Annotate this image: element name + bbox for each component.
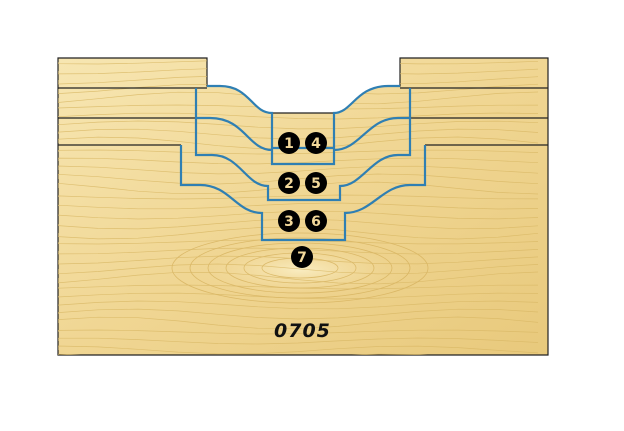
- profile-markers: 1 4 2 5 3 6 7: [278, 132, 327, 268]
- marker-circle: [305, 210, 327, 232]
- profile-marker-7: 7: [291, 246, 313, 268]
- profile-curves: [179, 84, 427, 242]
- marker-circle: [305, 172, 327, 194]
- product-code: 0705: [274, 320, 331, 342]
- marker-label: 2: [284, 176, 294, 192]
- marker-label: 3: [284, 214, 294, 230]
- profile-marker-2: 2: [278, 172, 300, 194]
- wood-block: [57, 57, 549, 356]
- marker-label: 1: [284, 136, 294, 152]
- profile-marker-5: 5: [305, 172, 327, 194]
- profile-curve-2: [194, 88, 412, 166]
- profile-marker-3: 3: [278, 210, 300, 232]
- marker-label: 7: [297, 250, 307, 266]
- profile-marker-6: 6: [305, 210, 327, 232]
- board-layer-lines: [58, 87, 548, 146]
- marker-label: 6: [311, 214, 321, 230]
- marker-label: 5: [311, 176, 321, 192]
- profile-curve-4: [179, 145, 427, 242]
- marker-circle: [278, 132, 300, 154]
- profile-curve-3: [194, 118, 412, 202]
- profile-marker-4: 4: [305, 132, 327, 154]
- marker-circle: [278, 172, 300, 194]
- profile-marker-1: 1: [278, 132, 300, 154]
- marker-circle: [291, 246, 313, 268]
- profile-curve-1: [207, 84, 400, 150]
- wood-body: [57, 57, 549, 356]
- marker-circle: [278, 210, 300, 232]
- marker-label: 4: [311, 136, 321, 152]
- marker-circle: [305, 132, 327, 154]
